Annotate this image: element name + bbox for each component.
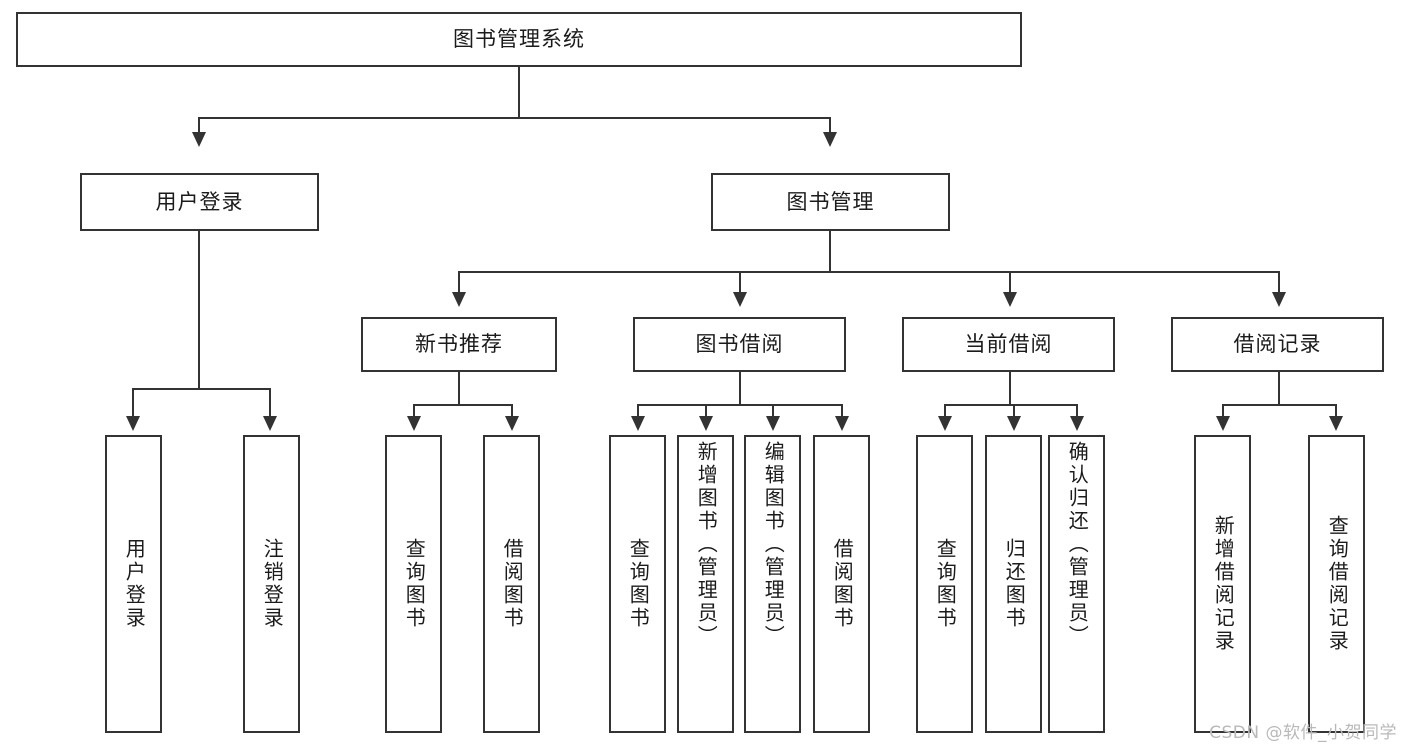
leaf-logout-label: 注销登录 — [260, 538, 285, 630]
connector-bookborrow-branch-2 — [705, 404, 707, 418]
node-borrow-record-label: 借阅记录 — [1233, 332, 1322, 357]
leaf-record-search-label: 查询借阅记录 — [1325, 515, 1350, 653]
connector-currentborrow-branch-3 — [1076, 404, 1078, 418]
leaf-record-add-label: 新增借阅记录 — [1211, 515, 1236, 653]
connector-bookmgmt-stem — [829, 231, 831, 272]
leaf-borrow-borrow-book[interactable]: 借阅图书 — [813, 435, 870, 733]
arrow-newbook-leaf-2 — [505, 416, 519, 431]
connector-bookborrow-branch-3 — [772, 404, 774, 418]
leaf-current-return-book-label: 归还图书 — [1002, 538, 1027, 630]
leaf-borrow-borrow-book-label: 借阅图书 — [830, 538, 855, 630]
leaf-newbook-borrow-book[interactable]: 借阅图书 — [483, 435, 540, 733]
node-root-label: 图书管理系统 — [453, 27, 585, 52]
leaf-borrow-search-book-label: 查询图书 — [626, 538, 651, 630]
connector-login-bar — [132, 388, 269, 390]
node-new-book-recommend-label: 新书推荐 — [415, 332, 503, 357]
leaf-current-confirm-return[interactable]: 确认归还（管理员） — [1048, 435, 1105, 733]
connector-root-to-login — [198, 117, 200, 134]
arrow-bookborrow-leaf-1 — [631, 416, 645, 431]
node-book-borrow-label: 图书借阅 — [695, 332, 784, 357]
node-current-borrow[interactable]: 当前借阅 — [902, 317, 1115, 372]
connector-root-bar — [198, 117, 831, 119]
connector-bookmgmt-branch-3 — [1009, 271, 1011, 294]
connector-bookmgmt-bar — [458, 271, 1280, 273]
connector-bookmgmt-branch-2 — [739, 271, 741, 294]
connector-login-branch-1 — [132, 388, 134, 418]
arrow-borrowrecord-leaf-2 — [1329, 416, 1343, 431]
connector-bookborrow-stem — [739, 372, 741, 405]
connector-currentborrow-branch-2 — [1013, 404, 1015, 418]
leaf-borrow-search-book[interactable]: 查询图书 — [609, 435, 666, 733]
connector-bookborrow-branch-4 — [841, 404, 843, 418]
connector-borrowrecord-branch-1 — [1222, 404, 1224, 418]
leaf-borrow-add-book-label: 新增图书（管理员） — [694, 441, 719, 648]
node-current-borrow-label: 当前借阅 — [964, 332, 1053, 357]
leaf-current-return-book[interactable]: 归还图书 — [985, 435, 1042, 733]
arrow-login-leaf-2 — [263, 416, 277, 431]
node-borrow-record[interactable]: 借阅记录 — [1171, 317, 1384, 372]
connector-borrowrecord-stem — [1278, 372, 1280, 405]
connector-borrowrecord-branch-2 — [1335, 404, 1337, 418]
arrow-root-to-login — [192, 132, 206, 147]
connector-newbook-stem — [458, 372, 460, 405]
arrow-currentborrow-leaf-1 — [938, 416, 952, 431]
connector-currentborrow-bar — [944, 404, 1078, 406]
leaf-current-confirm-return-label: 确认归还（管理员） — [1065, 441, 1090, 648]
leaf-newbook-borrow-book-label: 借阅图书 — [500, 538, 525, 630]
arrow-bookborrow-leaf-3 — [766, 416, 780, 431]
arrow-newbook-leaf-1 — [407, 416, 421, 431]
node-user-login[interactable]: 用户登录 — [80, 173, 319, 231]
leaf-user-login-label: 用户登录 — [122, 538, 147, 630]
leaf-newbook-search-book-label: 查询图书 — [402, 538, 427, 630]
connector-currentborrow-branch-1 — [944, 404, 946, 418]
connector-bookborrow-branch-1 — [637, 404, 639, 418]
leaf-record-add[interactable]: 新增借阅记录 — [1194, 435, 1251, 733]
arrow-bookmgmt-to-borrow — [733, 292, 747, 307]
node-user-login-label: 用户登录 — [155, 189, 244, 214]
connector-currentborrow-stem — [1009, 372, 1011, 405]
arrow-borrowrecord-leaf-1 — [1216, 416, 1230, 431]
arrow-currentborrow-leaf-3 — [1070, 416, 1084, 431]
node-new-book-recommend[interactable]: 新书推荐 — [361, 317, 557, 372]
node-book-management-label: 图书管理 — [786, 189, 875, 214]
arrow-root-to-bookmgmt — [823, 132, 837, 147]
connector-newbook-bar — [413, 404, 513, 406]
connector-newbook-branch-2 — [511, 404, 513, 418]
leaf-current-search-book[interactable]: 查询图书 — [916, 435, 973, 733]
arrow-login-leaf-1 — [126, 416, 140, 431]
arrow-bookmgmt-to-current — [1003, 292, 1017, 307]
node-book-borrow[interactable]: 图书借阅 — [633, 317, 846, 372]
connector-borrowrecord-bar — [1222, 404, 1336, 406]
leaf-borrow-edit-book-label: 编辑图书（管理员） — [761, 441, 786, 648]
arrow-bookmgmt-to-new-book — [452, 292, 466, 307]
leaf-newbook-search-book[interactable]: 查询图书 — [385, 435, 442, 733]
connector-bookmgmt-branch-4 — [1278, 271, 1280, 294]
arrow-bookborrow-leaf-2 — [699, 416, 713, 431]
connector-root-to-bookmgmt — [829, 117, 831, 134]
connector-newbook-branch-1 — [413, 404, 415, 418]
connector-bookborrow-bar — [637, 404, 843, 406]
node-root[interactable]: 图书管理系统 — [16, 12, 1022, 67]
leaf-current-search-book-label: 查询图书 — [933, 538, 958, 630]
connector-login-branch-2 — [269, 388, 271, 418]
connector-root-stem — [518, 67, 520, 118]
leaf-borrow-edit-book[interactable]: 编辑图书（管理员） — [744, 435, 801, 733]
leaf-user-login[interactable]: 用户登录 — [105, 435, 162, 733]
leaf-borrow-add-book[interactable]: 新增图书（管理员） — [677, 435, 734, 733]
arrow-currentborrow-leaf-2 — [1007, 416, 1021, 431]
connector-bookmgmt-branch-1 — [458, 271, 460, 294]
leaf-record-search[interactable]: 查询借阅记录 — [1308, 435, 1365, 733]
leaf-logout[interactable]: 注销登录 — [243, 435, 300, 733]
connector-login-stem — [198, 231, 200, 389]
arrow-bookmgmt-to-record — [1272, 292, 1286, 307]
arrow-bookborrow-leaf-4 — [835, 416, 849, 431]
node-book-management[interactable]: 图书管理 — [711, 173, 950, 231]
